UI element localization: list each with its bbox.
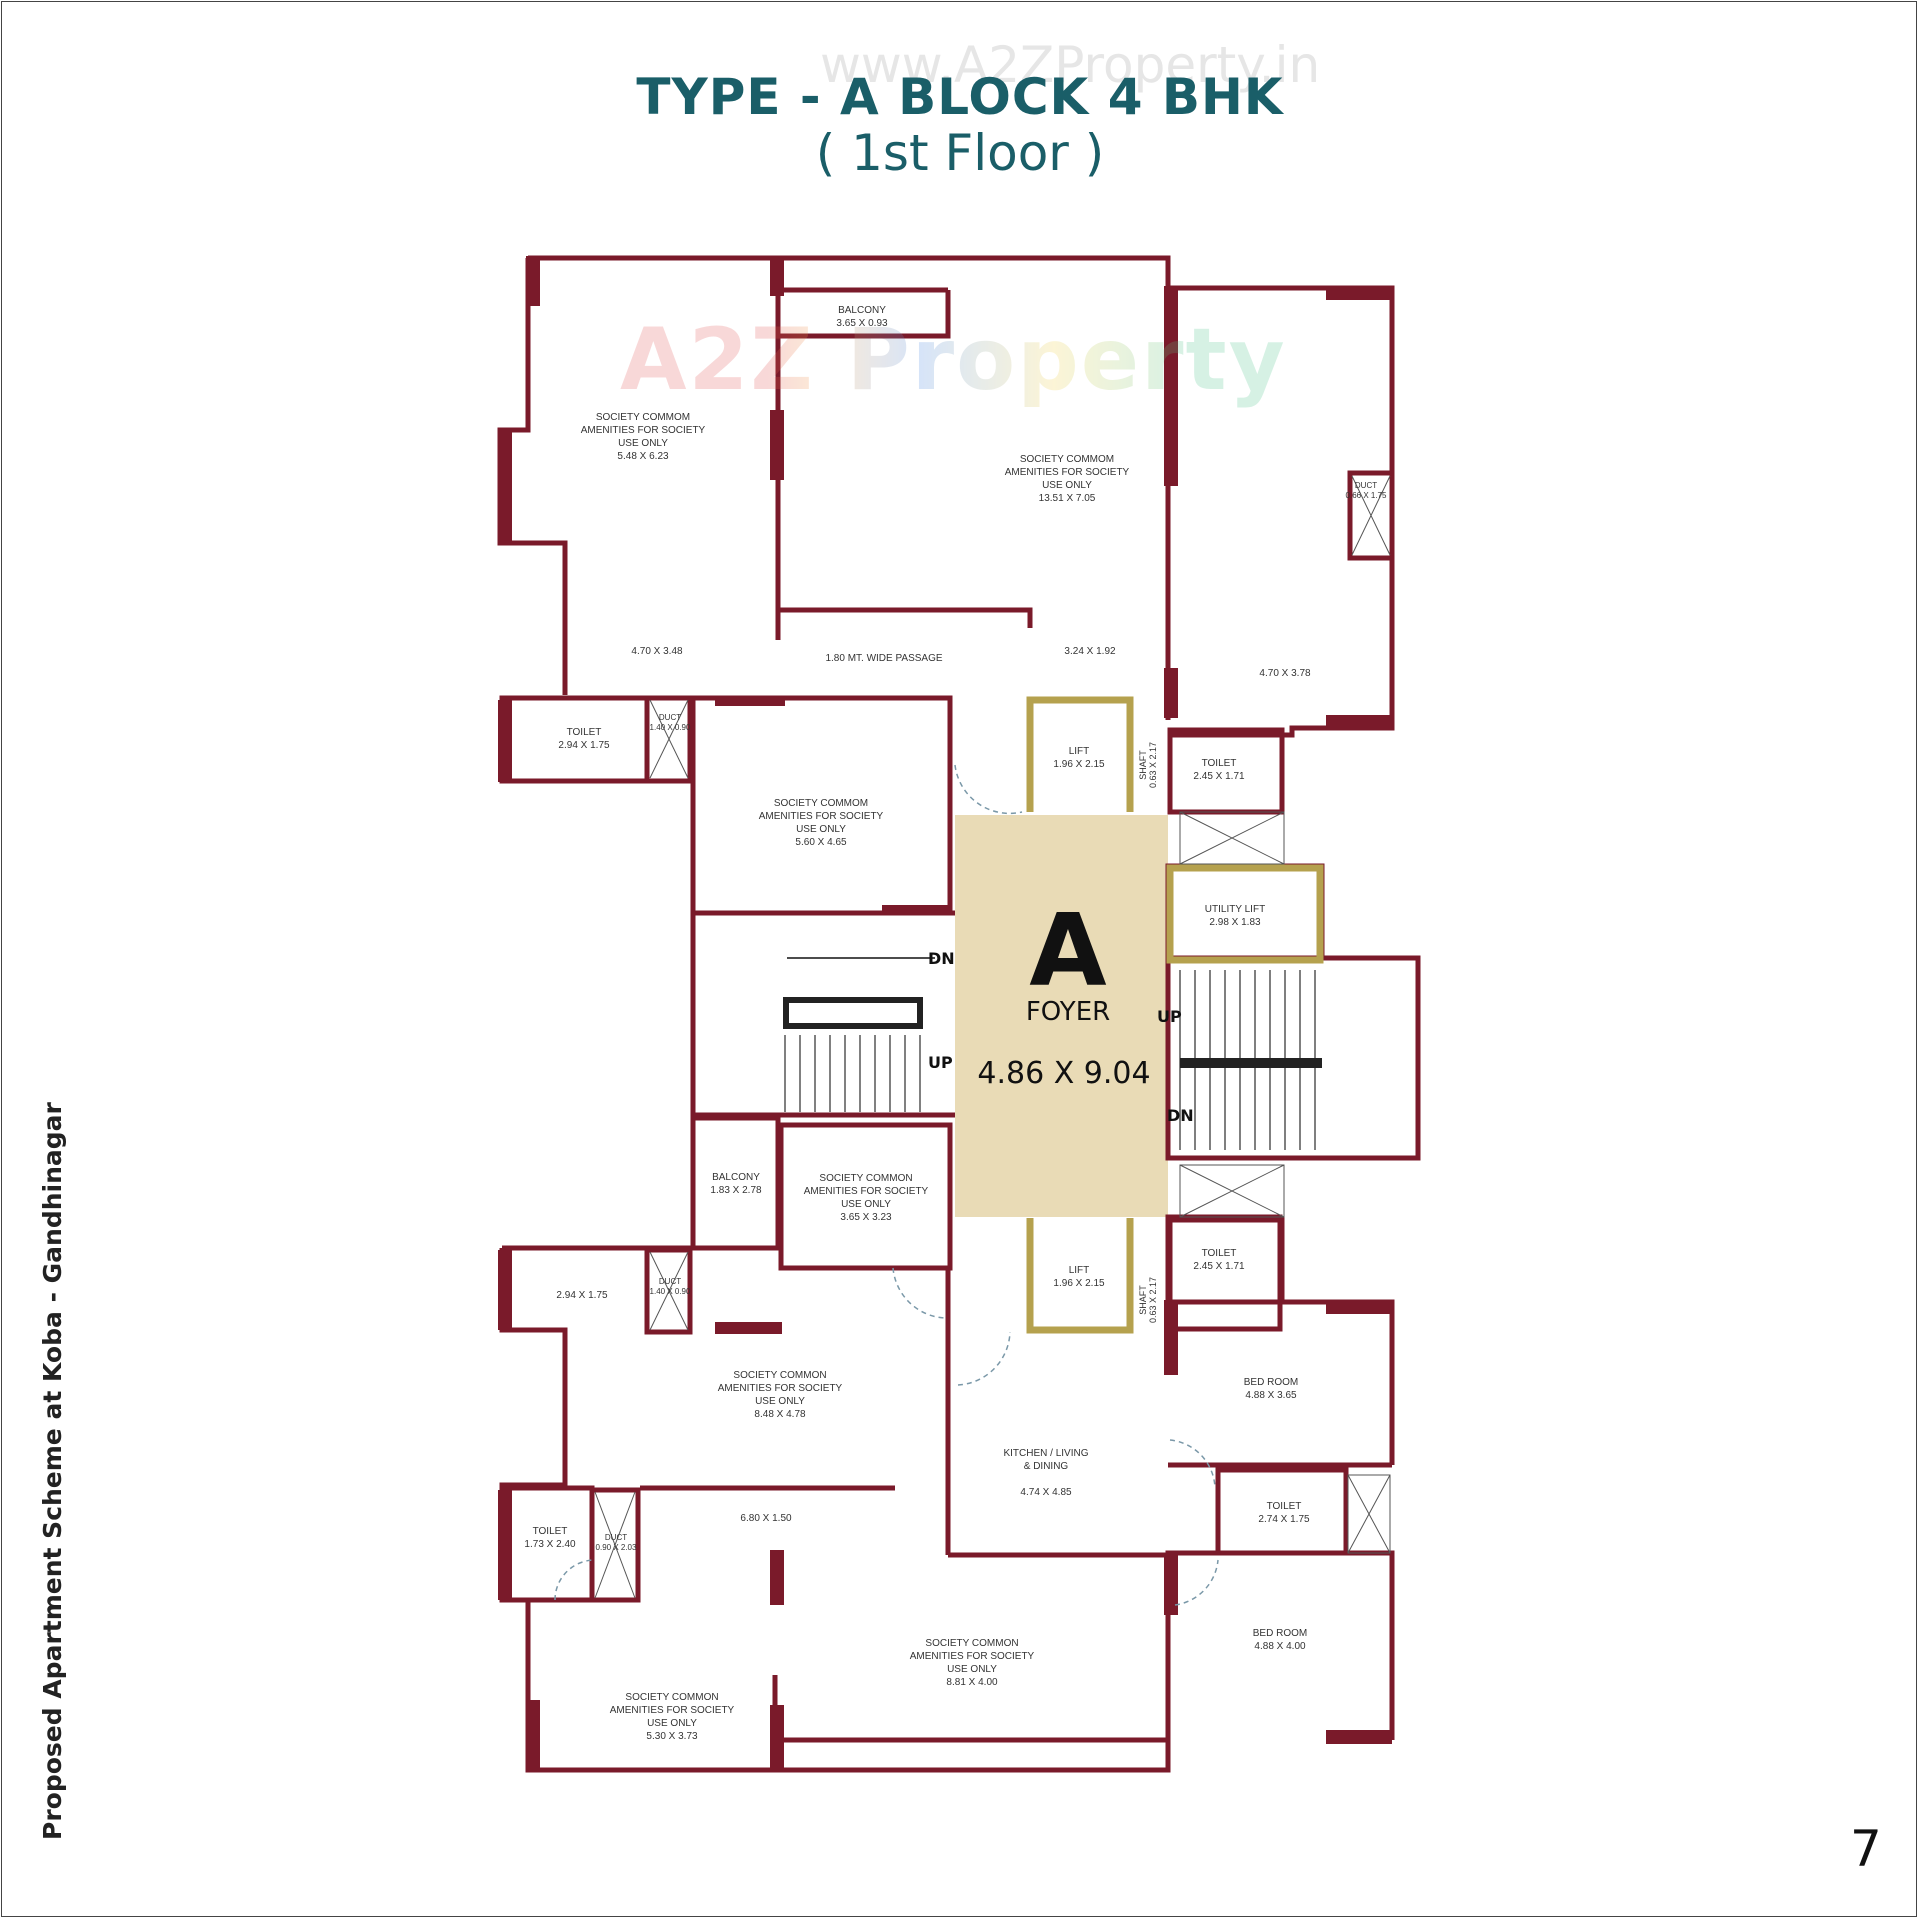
door-swings [554, 764, 1219, 1606]
passage-label: 1.80 MT. WIDE PASSAGE [825, 653, 942, 664]
watermark-url: www.A2ZProperty.in [820, 36, 1321, 94]
stair-dn-left: DN [928, 949, 955, 968]
shaft-bottom-label: SHAFT0.63 X 2.17 [1138, 1277, 1158, 1323]
stair-handrail-left [783, 997, 923, 1029]
stair-up-right: UP [1157, 1007, 1182, 1026]
watermark-logo: A2Z Property [620, 310, 1287, 410]
page-title: TYPE - A BLOCK 4 BHK [636, 68, 1284, 126]
shaft-top-label: SHAFT0.63 X 2.17 [1138, 742, 1158, 788]
page-number: 7 [1850, 1820, 1882, 1878]
foyer-area [955, 815, 1168, 1217]
dim-ne: 4.70 X 3.78 [1259, 668, 1311, 679]
foyer-letter: A [1029, 892, 1106, 1009]
wall-accents [498, 256, 1392, 1770]
foyer-size: 4.86 X 9.04 [977, 1056, 1150, 1091]
duct-crosses [594, 475, 1391, 1599]
lift-outlines [1026, 696, 1324, 1334]
stair-dn-right: DN [1167, 1106, 1194, 1125]
foyer-name: FOYER [1026, 997, 1110, 1027]
stair-up-left: UP [928, 1053, 953, 1072]
dim-south: 6.80 X 1.50 [740, 1513, 792, 1524]
stair-handrail-right [1180, 1058, 1322, 1068]
page-subtitle: ( 1st Floor ) [815, 124, 1105, 182]
dim-nw: 4.70 X 3.48 [631, 646, 683, 657]
balcony-top-label: BALCONY3.65 X 0.93 [836, 305, 888, 329]
side-caption: Proposed Apartment Scheme at Koba - Gand… [38, 1102, 67, 1840]
dim-passage-right: 3.24 X 1.92 [1064, 646, 1116, 657]
dim-sw: 2.94 X 1.75 [556, 1290, 608, 1301]
